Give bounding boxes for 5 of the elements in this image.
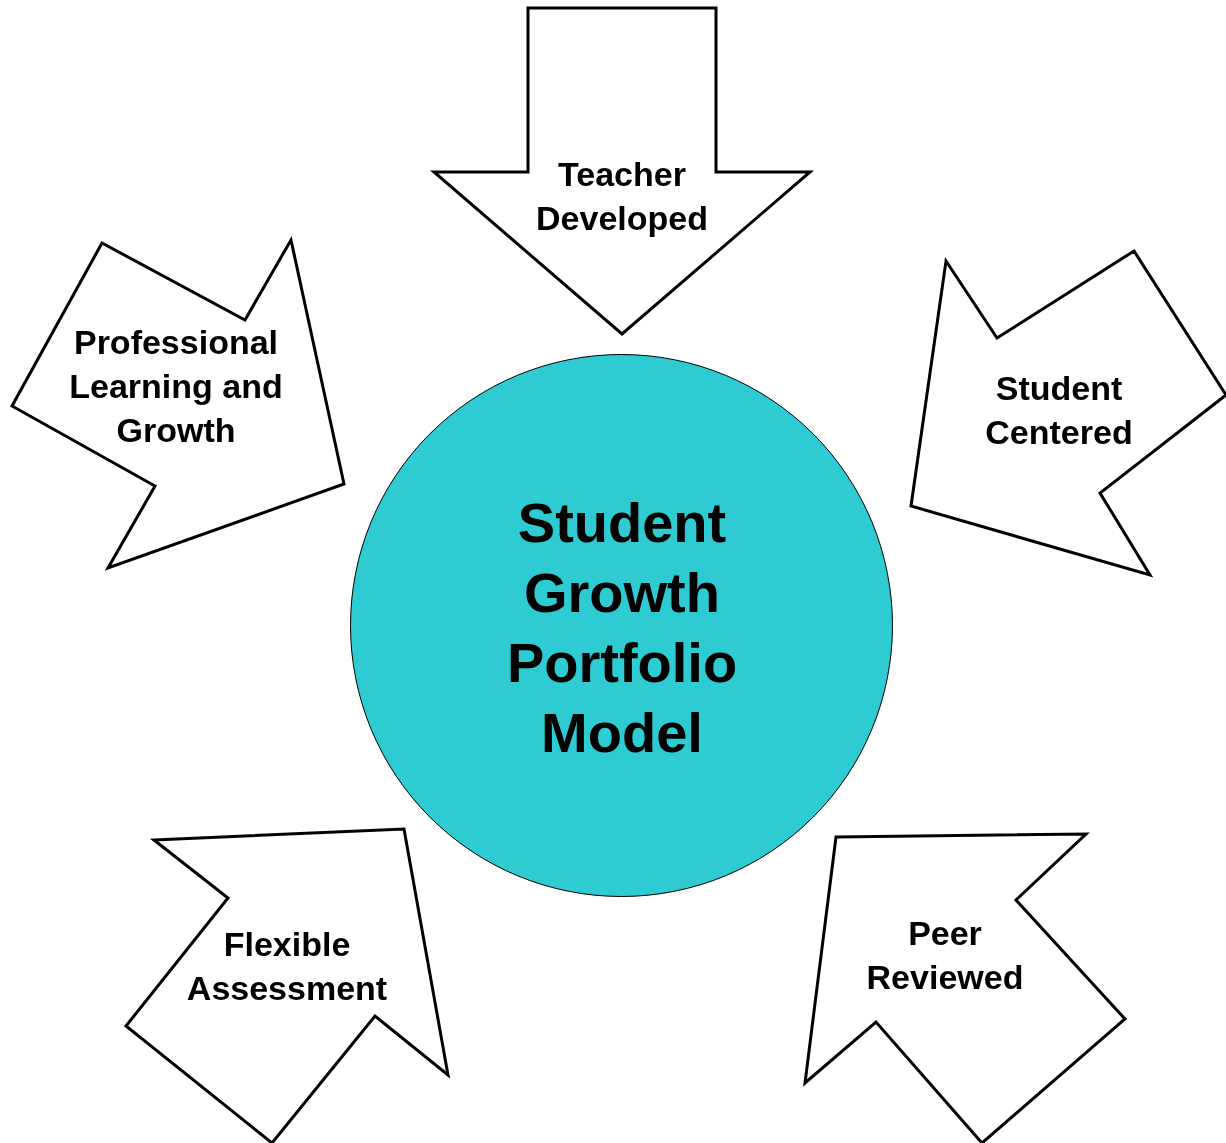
circle-title: Student Growth Portfolio Model xyxy=(505,490,739,766)
arrow-label: Peer Reviewed xyxy=(865,912,1025,998)
arrow-label: Flexible Assessment xyxy=(185,923,389,1009)
arrow-label: Teacher Developed xyxy=(535,153,709,239)
arrow-label: Student Centered xyxy=(984,367,1134,453)
